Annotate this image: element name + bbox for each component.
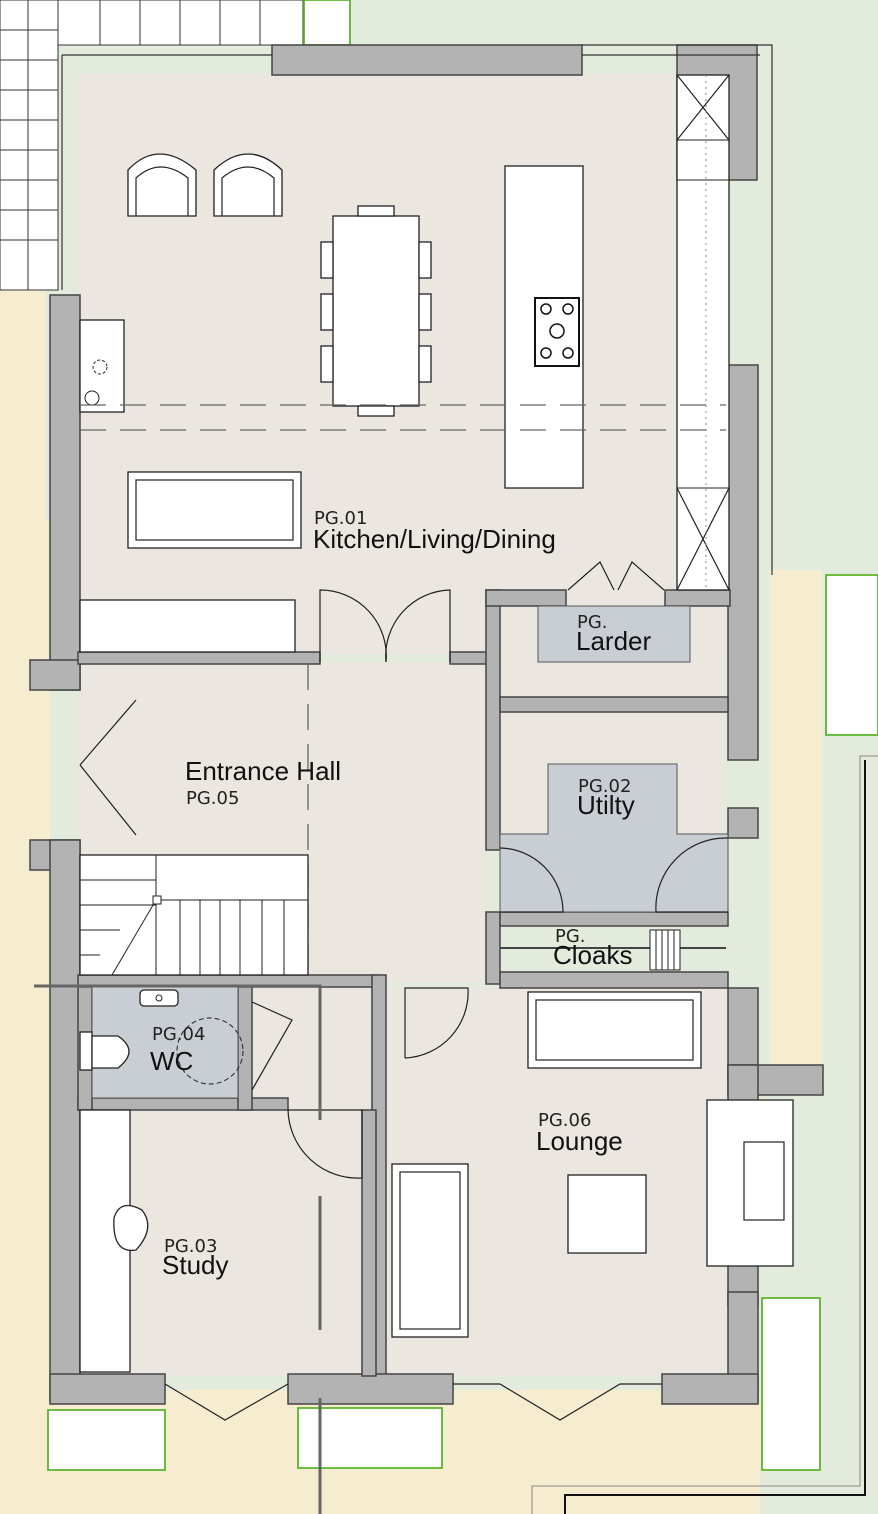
fireplace [79,319,125,413]
entrance-code: PG.05 [186,788,239,809]
utility-name: Utilty [577,790,635,820]
larder-code: PG. [577,612,608,633]
fireplace [706,1099,794,1267]
utility-code: PG.02 [578,776,631,797]
dining-table [332,215,420,407]
larder-floor [537,605,691,663]
kitchen-furniture [79,74,730,653]
sofa [391,1163,469,1338]
wc-name: WC [150,1046,193,1076]
cloaks-code: PG. [555,926,586,947]
boundary-fence [564,760,866,1514]
kitchen-code: PG.01 [314,508,367,529]
armchair [127,153,197,217]
gravel-left-top [0,290,45,530]
cloaks-rail [500,929,726,971]
lounge-name: Lounge [536,1126,623,1156]
study-code: PG.03 [164,1236,217,1257]
larder-name: Larder [576,626,651,656]
sofa [527,991,702,1069]
walls [29,44,824,1405]
coffee-table [567,1174,647,1254]
hedge-study-front [47,1409,166,1471]
garden-edge [531,755,878,1514]
cloaks-name: Cloaks [553,940,632,970]
study-furniture [79,1109,149,1373]
armchair [213,153,283,217]
gravel-strip-right [770,570,822,1070]
room-labels: PG.01 Kitchen/Living/Dining PG. Larder P… [150,508,651,1280]
wc-code: PG.04 [152,1024,205,1045]
wc-fittings [79,989,244,1085]
hedge-hall-front [297,1407,443,1469]
hedge-lounge-side [761,1297,821,1471]
study-name: Study [162,1250,229,1280]
lounge-code: PG.06 [538,1110,591,1131]
kitchen-units [676,74,730,591]
hedge-top [303,0,351,46]
entrance-name: Entrance Hall [185,756,341,786]
front-windows [164,1383,662,1421]
hob [534,297,580,367]
doors [79,561,729,1179]
lounge-furniture [391,991,794,1338]
kitchen-name: Kitchen/Living/Dining [313,524,556,554]
hedge-right [825,574,878,736]
staircase [79,854,309,976]
patio-tiles [0,0,304,291]
sofa [127,471,302,549]
